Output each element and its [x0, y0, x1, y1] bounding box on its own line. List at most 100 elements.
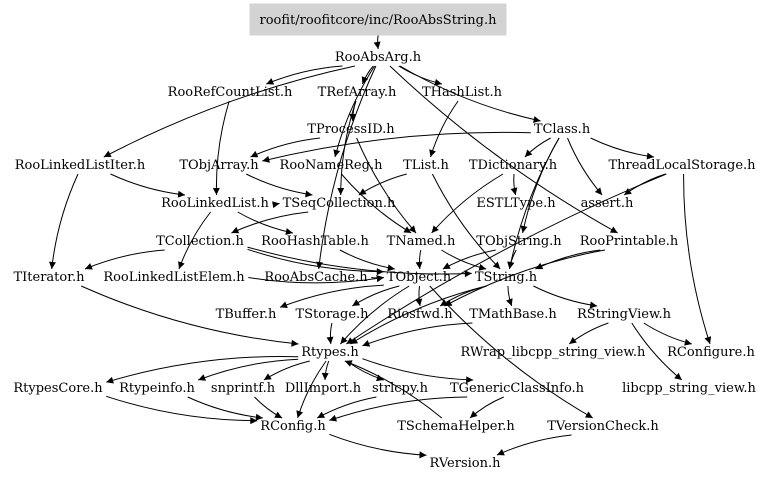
- edge-ThreadLocalStorage-to-Rtypes: [346, 173, 667, 345]
- node-TProcessID[interactable]: TProcessID.h: [307, 122, 395, 137]
- edge-TObjString-to-TObject: [442, 249, 496, 270]
- edge-TGenericClassInfo-to-TSchemaHelper: [469, 396, 504, 419]
- node-TSchemaHelper[interactable]: TSchemaHelper.h: [397, 419, 515, 434]
- edge-Rtypeinfo-to-RConfig: [187, 396, 263, 421]
- node-libcpp[interactable]: libcpp_string_view.h: [622, 381, 756, 396]
- node-snprintf[interactable]: snprintf.h: [211, 381, 276, 396]
- edge-RStringView-to-libcpp: [631, 322, 683, 381]
- edge-TString-to-Rtypes: [350, 285, 487, 345]
- node-TClass[interactable]: TClass.h: [534, 122, 591, 137]
- node-RooLinkedListIter[interactable]: RooLinkedListIter.h: [15, 158, 146, 173]
- node-RStringView[interactable]: RStringView.h: [577, 307, 672, 322]
- edge-TClass-to-assert: [567, 137, 603, 196]
- edge-RooLinkedListElem-to-TObject: [248, 275, 384, 284]
- node-TObjString[interactable]: TObjString.h: [476, 234, 562, 249]
- node-TObject[interactable]: TObject.h: [387, 270, 452, 285]
- node-root[interactable]: roofit/roofitcore/inc/RooAbsString.h: [259, 13, 497, 28]
- edge-snprintf-to-RConfig: [254, 396, 283, 419]
- edge-Rtypes-to-TGenericClassInfo: [362, 358, 474, 384]
- node-TSeqCollection[interactable]: TSeqCollection.h: [283, 196, 396, 211]
- edge-TVersionCheck-to-RVersion: [496, 434, 572, 456]
- edge-RConfig-to-RVersion: [329, 433, 427, 459]
- node-RVersion[interactable]: RVersion.h: [430, 456, 502, 471]
- node-TDictionary[interactable]: TDictionary.h: [469, 158, 558, 173]
- node-ThreadLocalStorage[interactable]: ThreadLocalStorage.h: [608, 158, 756, 173]
- node-TString[interactable]: TString.h: [475, 270, 538, 285]
- edge-RooAbsArg-to-TRefArray: [361, 65, 374, 85]
- edge-Rtypes-to-RtypesCore: [106, 355, 299, 384]
- edge-TSeqCollection-to-TCollection: [231, 211, 309, 234]
- edge-TNamed-to-TObject: [415, 249, 423, 270]
- edge-RooHashTable-to-TObject: [339, 249, 395, 272]
- node-Rtypes[interactable]: Rtypes.h: [301, 345, 359, 360]
- edge-RooNameReg-to-TNamed: [341, 173, 412, 234]
- node-RConfigure[interactable]: RConfigure.h: [667, 345, 755, 360]
- node-RooLinkedList[interactable]: RooLinkedList.h: [161, 196, 269, 211]
- node-TVersionCheck[interactable]: TVersionCheck.h: [547, 419, 659, 434]
- edge-RStringView-to-RConfigure: [643, 322, 692, 346]
- edge-TString-to-TMathBase: [506, 285, 513, 307]
- edge-TCollection-to-TObject: [247, 248, 384, 276]
- node-Rtypeinfo[interactable]: Rtypeinfo.h: [119, 381, 195, 396]
- node-RooNameReg[interactable]: RooNameReg.h: [280, 158, 384, 173]
- edge-TDictionary-to-TNamed: [431, 173, 504, 234]
- node-TIterator[interactable]: TIterator.h: [13, 270, 85, 285]
- node-DllImport[interactable]: DllImport.h: [285, 381, 362, 396]
- edge-RooLinkedList-to-RooLinkedListElem: [178, 211, 211, 270]
- edge-TClass-to-TString: [507, 137, 560, 270]
- node-THashList[interactable]: THashList.h: [422, 85, 503, 100]
- node-TStorage[interactable]: TStorage.h: [295, 307, 369, 322]
- node-RooRefCountList[interactable]: RooRefCountList.h: [168, 85, 293, 100]
- edge-RooLinkedListIter-to-RooLinkedList: [110, 173, 186, 198]
- edge-TProcessID-to-TNamed: [356, 137, 417, 234]
- edge-TIterator-to-Rtypes: [80, 285, 299, 347]
- node-TGenericClassInfo[interactable]: TGenericClassInfo.h: [450, 381, 585, 396]
- node-TNamed[interactable]: TNamed.h: [387, 234, 456, 249]
- node-ESTLType[interactable]: ESTLType.h: [476, 196, 556, 211]
- edge-TClass-to-TDictionary: [524, 137, 551, 158]
- edge-RooPrintable-to-TString: [535, 249, 601, 270]
- node-TObjArray[interactable]: TObjArray.h: [179, 158, 259, 173]
- node-TBuffer[interactable]: TBuffer.h: [216, 307, 277, 322]
- node-RooAbsArg[interactable]: RooAbsArg.h: [335, 50, 422, 65]
- node-TRefArray[interactable]: TRefArray.h: [318, 85, 397, 100]
- node-TList[interactable]: TList.h: [403, 158, 449, 173]
- node-TMathBase[interactable]: TMathBase.h: [469, 307, 557, 322]
- edge-RooAbsArg-to-TClass: [399, 65, 541, 123]
- edge-RooAbsCache-to-TObject: [371, 275, 384, 283]
- node-assert[interactable]: assert.h: [581, 196, 634, 211]
- node-RtypesCore[interactable]: RtypesCore.h: [13, 381, 103, 396]
- edge-RooPrintable-to-Riosfwd: [444, 249, 606, 307]
- node-layer: roofit/roofitcore/inc/RooAbsString.h Roo…: [13, 3, 757, 471]
- edge-RooAbsArg-to-RooNameReg: [333, 65, 376, 158]
- edge-TObject-to-TStorage: [352, 285, 400, 307]
- edge-RooLinkedListIter-to-TIterator: [48, 173, 79, 270]
- node-RooLinkedListElem[interactable]: RooLinkedListElem.h: [103, 270, 245, 285]
- edge-TGenericClassInfo-to-RConfig: [329, 396, 468, 422]
- node-Riosfwd[interactable]: Riosfwd.h: [387, 307, 453, 322]
- edge-TStorage-to-Rtypes: [326, 322, 334, 345]
- node-RooHashTable[interactable]: RooHashTable.h: [261, 234, 369, 249]
- edge-TObject-to-Rtypes: [340, 285, 410, 345]
- edge-RStringView-to-RWrap: [568, 322, 609, 345]
- edge-RooAbsArg-to-RooRefCountList: [266, 65, 343, 85]
- node-RConfig[interactable]: RConfig.h: [260, 419, 326, 434]
- edge-TList-to-TString: [431, 173, 501, 270]
- edge-strlcpy-to-RConfig: [316, 396, 377, 419]
- root-node-box: [249, 3, 507, 36]
- edge-layer: [48, 34, 712, 459]
- node-strlcpy[interactable]: strlcpy.h: [372, 381, 429, 396]
- edge-TRefArray-to-TSeqCollection: [337, 100, 357, 196]
- node-RooPrintable[interactable]: RooPrintable.h: [580, 234, 679, 249]
- edge-TList-to-TSeqCollection: [358, 173, 407, 196]
- node-TCollection[interactable]: TCollection.h: [156, 234, 244, 249]
- edge-RooAbsArg-to-RooPrintable: [389, 65, 618, 234]
- node-RWrap[interactable]: RWrap_libcpp_string_view.h: [461, 345, 647, 360]
- edge-TMathBase-to-Rtypes: [362, 322, 473, 347]
- edge-Rtypes-to-RConfig: [296, 360, 327, 419]
- edge-TString-to-RStringView: [533, 285, 598, 309]
- edge-TClass-to-TObjArray: [262, 131, 531, 163]
- edge-TObjArray-to-TSeqCollection: [245, 173, 313, 198]
- edge-TObjString-to-TString: [507, 249, 517, 270]
- node-RooAbsCache[interactable]: RooAbsCache.h: [264, 270, 368, 285]
